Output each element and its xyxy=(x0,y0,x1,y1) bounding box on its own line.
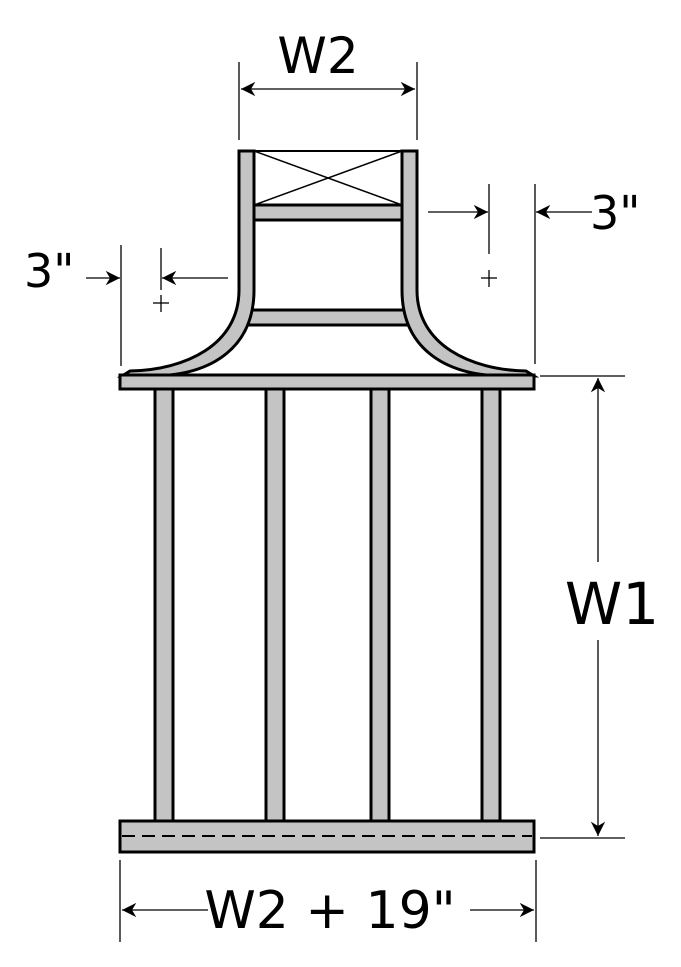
dimension-right-offset: 3" xyxy=(428,184,640,364)
dimension-height: W1 xyxy=(540,375,659,839)
dimension-base-width: W2 + 19" xyxy=(119,860,537,942)
header-brace xyxy=(253,150,403,206)
stud xyxy=(480,387,502,823)
height-label: W1 xyxy=(565,570,659,638)
lower-frame xyxy=(118,373,536,854)
left-offset-label: 3" xyxy=(24,244,74,298)
cross-member xyxy=(250,203,406,222)
dimension-left-offset: 3" xyxy=(24,244,228,366)
right-offset-label: 3" xyxy=(590,186,640,240)
top-width-label: W2 xyxy=(277,27,358,85)
cross-member xyxy=(244,308,412,327)
base-width-label: W2 + 19" xyxy=(204,881,455,941)
top-plate xyxy=(118,373,536,391)
stud xyxy=(153,387,175,823)
stud xyxy=(264,387,286,823)
flared-upright-right xyxy=(400,149,540,378)
dimension-top-width: W2 xyxy=(238,27,418,140)
flared-upright-left xyxy=(116,149,256,378)
stud xyxy=(369,387,391,823)
upper-frame xyxy=(116,149,540,378)
